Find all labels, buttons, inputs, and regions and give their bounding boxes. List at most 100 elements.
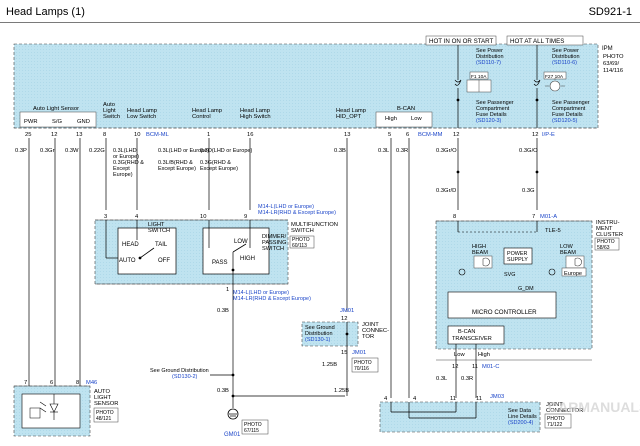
pin-number: 12: [452, 364, 458, 370]
label-line: PASSING: [262, 240, 286, 246]
photo-box: [93, 407, 119, 423]
connector-label: M46: [86, 380, 97, 386]
joint-connector-jm03: JM03 4 4 11 11 See Data Line Details (SD…: [379, 394, 583, 433]
page-title: Head Lamps (1): [6, 6, 85, 18]
label-line: TRANSCEIVER: [452, 336, 492, 342]
switch-lever: [139, 247, 155, 259]
photo-line: PHOTO: [597, 239, 615, 245]
pin-number: 10: [200, 214, 206, 220]
photo-line: PHOTO: [354, 360, 372, 366]
splice-dot: [345, 332, 349, 336]
ipm-label: IPM: [602, 46, 613, 52]
auto-light-sensor-label: Auto Light Sensor: [33, 106, 79, 112]
hot-on-start-label: HOT IN ON OR START: [429, 38, 494, 45]
hot-on-start-box: [425, 35, 497, 46]
connector-label: M01-A: [540, 214, 557, 220]
photo-box: [594, 237, 620, 251]
micro-controller-box: [447, 291, 557, 319]
label-line: AUTO: [94, 389, 110, 395]
pin-number: 1: [226, 287, 229, 293]
photo-line: PHOTO: [547, 416, 565, 422]
connector-label: JM01: [340, 308, 354, 314]
splice-dot: [535, 170, 539, 174]
label-line: HIGH: [472, 244, 486, 250]
pin-number: 4: [413, 396, 417, 402]
label-line: SWITCH: [291, 228, 314, 234]
joint-connector-jm01: JM01 12 See Ground Distribution (SD130-1…: [301, 308, 389, 396]
ref-line: (SD130-2): [172, 374, 198, 380]
label-line: BEAM: [560, 250, 576, 256]
label-line: TOR: [362, 334, 374, 340]
ref-line: See Power: [552, 48, 579, 54]
pin-number: 4: [384, 396, 388, 402]
pin-number: 12: [532, 132, 538, 138]
ref-line: See Ground Distribution: [150, 368, 209, 374]
pin-number: 8: [76, 380, 79, 386]
ref-line: Distribution: [476, 54, 504, 60]
hot-all-times-label: HOT AT ALL TIMES: [510, 38, 564, 45]
wire-color-label: 0.3L: [378, 148, 390, 154]
label-line: BEAM: [472, 250, 488, 256]
photo-line: PHOTO: [292, 237, 310, 243]
watermark: CARMANUALS2.COM: [548, 399, 640, 415]
label-line: High Switch: [240, 114, 271, 120]
label-line: Control: [192, 114, 211, 120]
pin-number: 12: [341, 316, 347, 322]
bcan-low-label: Low: [454, 352, 465, 358]
light-switch: LIGHT SWITCH HEAD TAIL AUTO OFF: [105, 220, 177, 275]
wire-color-label: 0.3Gr: [40, 148, 55, 154]
ref-line: Fuse Details: [552, 112, 583, 118]
label-line: INSTRU-: [596, 220, 620, 226]
label-line: HID_OPT: [336, 114, 362, 120]
pin-number: 11: [476, 396, 482, 402]
label-line: Switch: [103, 114, 120, 120]
photo-line: 70/116: [354, 366, 369, 372]
connector-bcm-ml: BCM-ML: [146, 132, 170, 138]
connector-bcm-mm: BCM-MM: [418, 132, 443, 138]
wire-color-label: 0.3G: [522, 188, 535, 194]
wire-color-label: 0.3G/O: [519, 148, 538, 154]
pin-number: 8: [103, 132, 106, 138]
label-line: MENT: [596, 226, 613, 232]
ref-line: (SD130-1): [305, 337, 331, 343]
label-line: CONNEC-: [362, 328, 389, 334]
ipm-box: [13, 43, 599, 129]
pin-number: 11: [450, 396, 456, 402]
wire-color-label: 0.3G(RHD &: [113, 160, 144, 166]
wire-color-label: 1.25B: [334, 388, 349, 394]
label-line: B-CAN: [458, 329, 475, 335]
auto-light-switch-label: Auto Light Switch: [103, 102, 120, 120]
wire-color-label: 0.3O(LHD or Europe): [200, 148, 252, 154]
low-beam-icon: [565, 255, 585, 269]
switch-pos-pass: PASS: [212, 260, 228, 266]
splice-dot: [456, 170, 460, 174]
ref-line: Distribution: [305, 331, 333, 337]
photo-box: [241, 419, 269, 435]
power-dist-ref-1: See Power Distribution (SD110-7): [476, 48, 504, 66]
pin-number: 8: [453, 214, 456, 220]
wire-color-label: 0.3B: [217, 388, 229, 394]
ref-line: See Data: [508, 408, 532, 414]
wire-color-label: 1.25B: [322, 362, 337, 368]
switch-pos-high: HIGH: [240, 256, 255, 262]
ground-circuit: 0.3B See Ground Distribution (SD130-2) 0…: [150, 270, 345, 438]
gdm-label: G_DM: [518, 286, 534, 292]
label-line: Low Switch: [127, 114, 156, 120]
ipm-splice-dots: [456, 170, 539, 174]
photo-box: [544, 413, 572, 429]
pin-number: 15: [341, 350, 347, 356]
micro-controller-label: MICRO CONTROLLER: [472, 309, 537, 316]
label-line: CLUSTER: [596, 232, 623, 238]
page-header: Head Lamps (1) SD921-1: [0, 0, 640, 26]
label-line: Auto: [103, 102, 115, 108]
wire-color-label: 0.3Gr/D: [436, 188, 456, 194]
ipm-block: HOT IN ON OR START HOT AT ALL TIMES IPM …: [13, 35, 624, 129]
ipm-photo: PHOTO 63/69/ 114/116: [603, 54, 624, 74]
ref-line: (SD200-4): [508, 420, 534, 426]
splice-dot: [231, 373, 235, 377]
label-line: SUPPLY: [507, 257, 528, 263]
photo-line: 60/113: [292, 243, 307, 249]
photodiode-icon: [39, 394, 59, 420]
wire-color-label: Except Europe): [158, 166, 196, 172]
